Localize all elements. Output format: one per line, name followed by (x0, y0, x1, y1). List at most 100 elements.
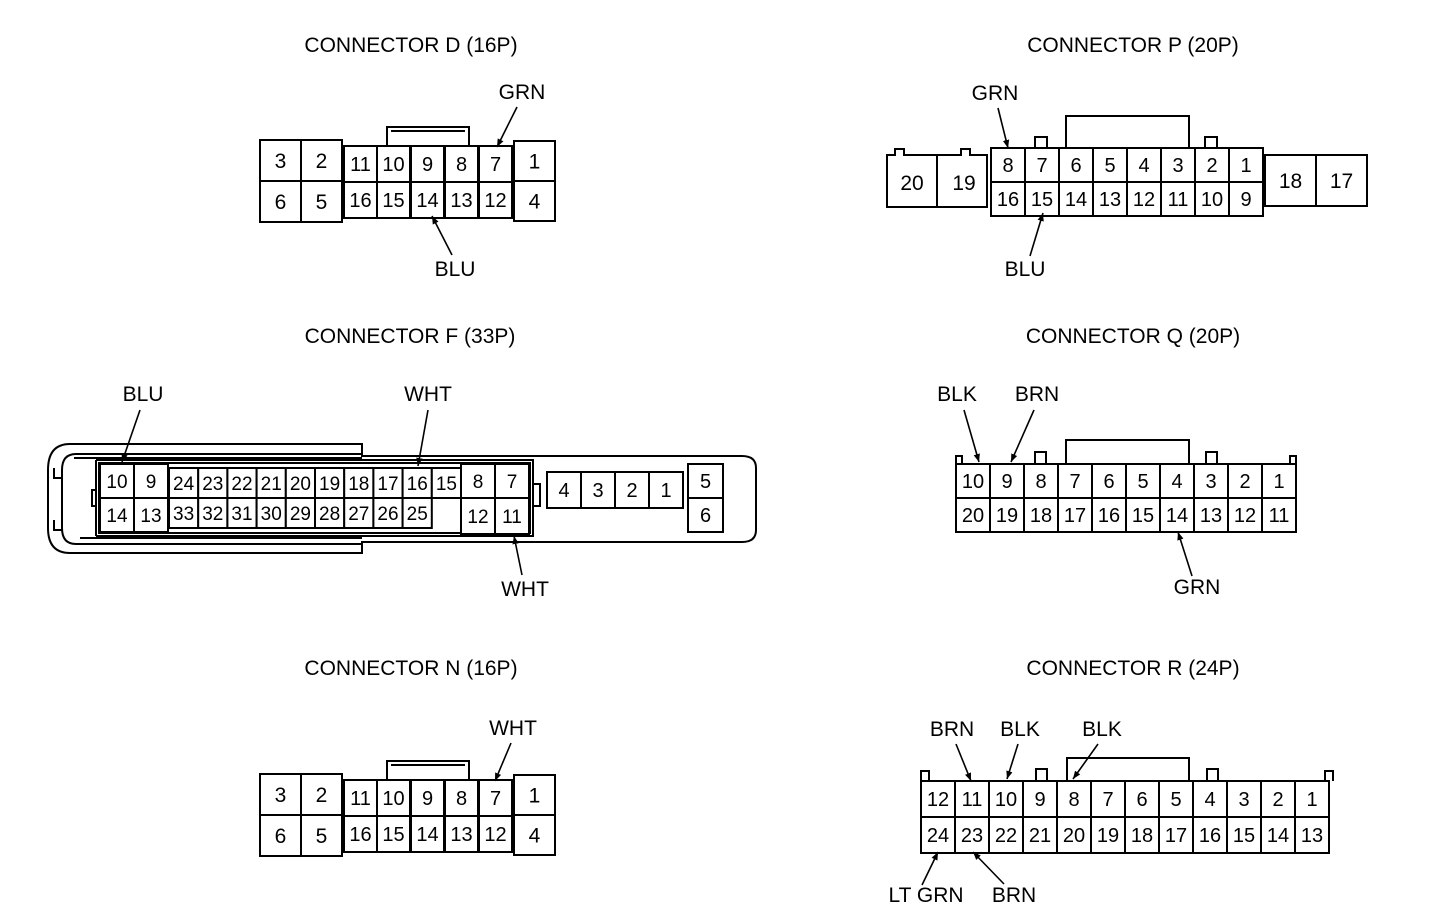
connector-f-shell (53, 468, 62, 479)
connector-d-pin-label: 12 (484, 190, 506, 212)
connector-q-pin-label: 13 (1200, 505, 1222, 527)
connector-d-pin-label: 11 (350, 154, 371, 176)
connector-f-shell (53, 520, 62, 531)
connector-f-pin-label: 3 (592, 480, 603, 502)
connector-q-pin-label: 12 (1234, 505, 1256, 527)
connector-r-pin-label: 20 (1063, 825, 1085, 847)
connector-f-pin-label: 30 (261, 504, 282, 525)
connector-r-wire-label: BLK (1000, 718, 1040, 741)
connector-r-pin-label: 24 (927, 825, 949, 847)
connector-p-wire-label: GRN (972, 82, 1019, 105)
connector-r-pin-label: 1 (1306, 789, 1317, 811)
connector-f-cavity (99, 463, 135, 499)
connector-f-pin-label: 11 (502, 507, 522, 528)
connector-q-cavity (1023, 497, 1059, 533)
connector-f-cavity (133, 463, 169, 499)
connector-p-pin-label: 7 (1036, 155, 1047, 177)
connector-r-lock-tab (1066, 757, 1190, 781)
connector-f-pin-label: 19 (319, 474, 340, 495)
connector-r-cavity (920, 780, 956, 818)
connector-f-wire-label: WHT (501, 578, 549, 601)
connector-f-wire-label: BLU (123, 383, 164, 406)
wire-pointer-arrow (921, 851, 939, 886)
connector-q-pin-label: 10 (962, 471, 984, 493)
wire-pointer-arrow (972, 851, 1005, 885)
connector-n-title: CONNECTOR N (16P) (304, 657, 517, 680)
connector-f-pin-label: 33 (173, 504, 194, 525)
connector-r-pin-label: 15 (1233, 825, 1255, 847)
connector-p-notch (1034, 136, 1048, 148)
connector-f-pin-label: 15 (436, 474, 457, 495)
connector-q-pin-label: 19 (996, 505, 1018, 527)
connector-p-pin-label: 9 (1240, 189, 1251, 211)
connector-n-cavity (513, 814, 556, 856)
connector-n-pin-label: 16 (349, 824, 371, 846)
connector-n-pin-label: 2 (316, 784, 328, 807)
connector-q-notch (1205, 451, 1218, 464)
connector-f-cavity (430, 467, 462, 499)
wire-pointer-arrow (997, 107, 1010, 149)
connector-f-pin-label: 27 (348, 504, 369, 525)
connector-f-cavity (255, 497, 287, 529)
connector-f-pin-label: 28 (319, 504, 340, 525)
connector-p-pin-label: 8 (1002, 155, 1013, 177)
connector-n-lock-tab (386, 760, 470, 780)
connector-p-title: CONNECTOR P (20P) (1027, 34, 1239, 57)
connector-r-cavity (1158, 816, 1194, 854)
connector-r-wire-label: BRN (992, 884, 1036, 907)
connector-p-pin-label: 19 (952, 172, 975, 195)
wire-pointer-arrow (512, 535, 523, 576)
connector-n-pin-label: 3 (275, 784, 287, 807)
connector-q-pin-label: 1 (1273, 471, 1284, 493)
connector-f-pin-label: 4 (558, 480, 569, 502)
wire-pointer-arrow (1029, 212, 1044, 257)
connector-q-pin-label: 17 (1064, 505, 1086, 527)
connector-n-pin-label: 9 (422, 788, 433, 810)
connector-d-pin-label: 6 (275, 191, 287, 214)
connector-f-pin-label: 21 (261, 474, 282, 495)
connector-f-cavity (460, 463, 496, 499)
connector-r-pin-label: 16 (1199, 825, 1221, 847)
connector-n-pin-label: 13 (450, 824, 472, 846)
wire-pointer-arrow (496, 106, 518, 148)
connector-r-cavity (1226, 816, 1262, 854)
connector-f-pin-label: 8 (473, 472, 484, 493)
connector-q-title: CONNECTOR Q (20P) (1026, 325, 1240, 348)
connector-n-pin-label: 5 (316, 825, 328, 848)
connector-r-title: CONNECTOR R (24P) (1026, 657, 1239, 680)
connector-n-cavity (259, 773, 302, 816)
connector-f-pin-label: 26 (377, 504, 398, 525)
connector-d-pin-label: 5 (316, 191, 328, 214)
connector-r-pin-label: 7 (1102, 789, 1113, 811)
connector-f-cavity (133, 497, 169, 533)
connector-p-cavity (990, 147, 1026, 183)
connector-f-wire-label: WHT (404, 383, 452, 406)
connector-p-lock-tab (1065, 115, 1190, 148)
connector-p-pin-label: 14 (1065, 189, 1087, 211)
connector-f-pin-label: 10 (106, 472, 127, 493)
connector-r-wire-label: BLK (1082, 718, 1122, 741)
wire-pointer-arrow (1177, 531, 1193, 577)
connector-q-pin-label: 3 (1205, 471, 1216, 493)
connector-p-pin-label: 2 (1206, 155, 1217, 177)
connector-p-cavity (990, 181, 1026, 217)
connector-f-pin-label: 17 (377, 474, 398, 495)
connector-f-cavity (580, 471, 616, 509)
connector-r-pin-label: 4 (1204, 789, 1215, 811)
connector-q-cavity (1193, 463, 1229, 499)
connector-n-cavity (478, 815, 513, 853)
connector-q-wire-label: BLK (937, 383, 977, 406)
connector-r-pin-label: 22 (995, 825, 1017, 847)
connector-r-pin-label: 12 (927, 789, 949, 811)
connector-d-cavity (376, 145, 411, 183)
connector-q-pin-label: 6 (1103, 471, 1114, 493)
connector-f-pin-label: 22 (231, 474, 252, 495)
connector-q-pin-label: 5 (1137, 471, 1148, 493)
connector-d-cavity (478, 181, 513, 219)
connector-p-cavity (1160, 181, 1196, 217)
connector-f-pin-label: 25 (407, 504, 428, 525)
connector-p-cavity (1315, 154, 1368, 207)
connector-d-pin-label: 10 (382, 154, 404, 176)
connector-q-pin-label: 8 (1035, 471, 1046, 493)
